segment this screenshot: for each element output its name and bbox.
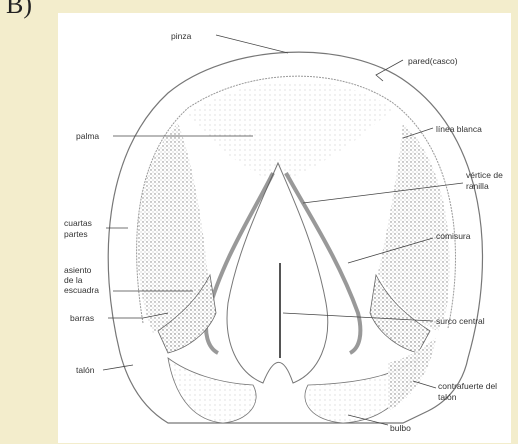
label-asiento-line1: asiento — [64, 265, 92, 275]
label-talon: talón — [76, 365, 95, 375]
sole-area — [188, 82, 393, 183]
label-comisura: comisura — [436, 231, 471, 241]
label-surco: surco central — [436, 316, 485, 326]
label-barras: barras — [70, 313, 94, 323]
leader-talon — [103, 365, 133, 370]
panel-letter: B) — [6, 0, 32, 20]
label-pinza: pinza — [171, 31, 192, 41]
label-vertice-line2: ranilla — [466, 181, 489, 191]
frog — [227, 163, 328, 383]
label-palma: palma — [76, 131, 99, 141]
label-linea-blanca: línea blanca — [436, 124, 482, 134]
label-cuartas-line1: cuartas — [64, 218, 92, 228]
hoof-sole-diagram: pinza pared(casco) palma línea blanca vé… — [58, 13, 511, 443]
leader-pared — [376, 60, 403, 81]
label-asiento-line2: de la — [64, 275, 83, 285]
label-contrafuerte-line1: contrafuerte del — [438, 381, 497, 391]
label-pared: pared(casco) — [408, 56, 458, 66]
label-bulbo: bulbo — [390, 423, 411, 433]
label-cuartas-line2: partes — [64, 229, 88, 239]
label-contrafuerte-line2: talón — [438, 392, 457, 402]
label-asiento-line3: escuadra — [64, 285, 99, 295]
leader-pinza — [216, 35, 288, 53]
label-vertice-line1: vértice de — [466, 170, 503, 180]
